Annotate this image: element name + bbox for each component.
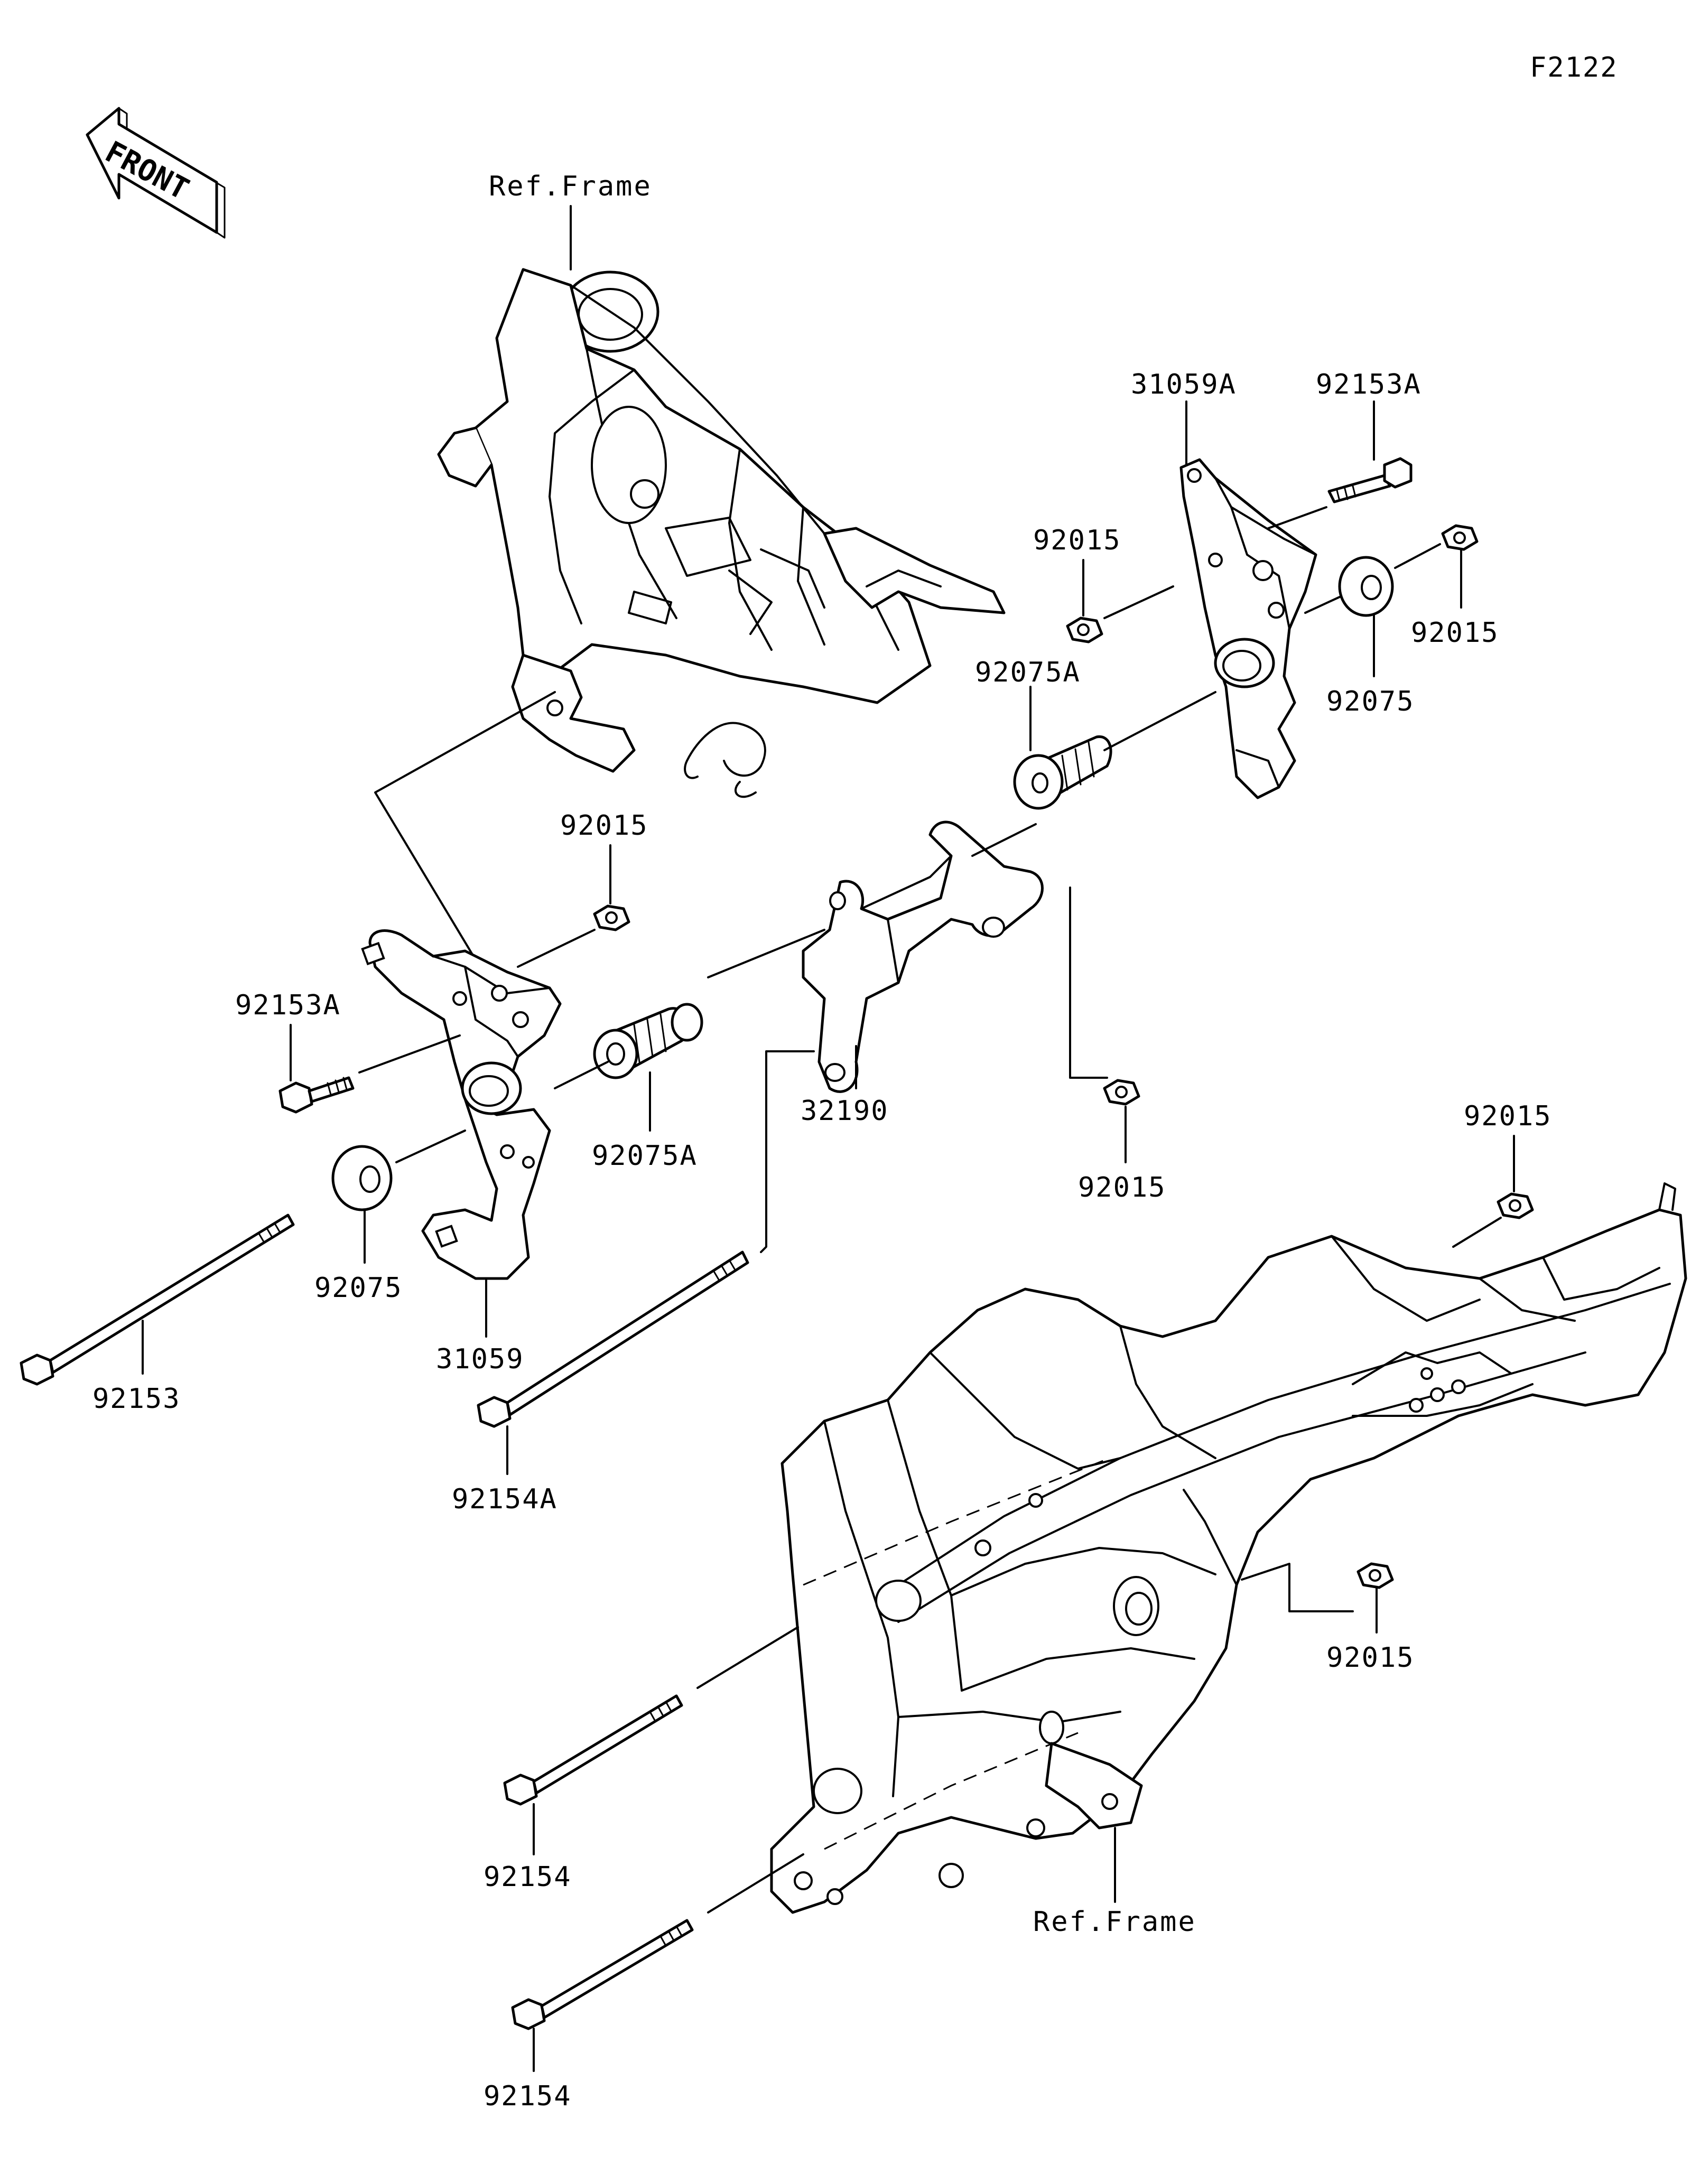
ref-frame-top-label: Ref.Frame (489, 171, 652, 202)
label-31059: 31059 (436, 1343, 524, 1375)
label-92015-lower: 92015 (1326, 1642, 1415, 1674)
washer-92075-right (1338, 556, 1394, 617)
bracket-32190 (802, 820, 1044, 1093)
label-92015-frame: 92015 (1464, 1100, 1552, 1132)
bolt-92154-upper (503, 1694, 683, 1806)
label-92153A-left: 92153A (235, 990, 341, 1021)
label-31059A: 31059A (1131, 369, 1237, 400)
label-92075A-right: 92075A (975, 657, 1081, 688)
lower-frame-illustration (770, 1182, 1687, 1914)
nut-92015-r2 (1441, 524, 1479, 551)
upper-frame-illustration (437, 205, 1006, 798)
ref-frame-bottom-label: Ref.Frame (1033, 1906, 1196, 1938)
nut-92015-r1 (1066, 617, 1103, 643)
bolt-92154A (477, 1250, 749, 1428)
label-92015-center: 92015 (1078, 1172, 1166, 1203)
bolt-92153A-right (1327, 457, 1413, 503)
label-92154-lower: 92154 (484, 2080, 572, 2112)
label-92075-right: 92075 (1326, 686, 1415, 717)
bushing-92075A-right (1013, 735, 1112, 810)
label-92154-upper: 92154 (484, 1861, 572, 1893)
label-92015-mid: 92015 (560, 810, 648, 842)
label-92015-r1: 92015 (1033, 525, 1121, 556)
label-32190: 32190 (801, 1095, 889, 1127)
bolt-92153 (20, 1214, 295, 1386)
nut-92015-center (1103, 1079, 1140, 1106)
label-92153: 92153 (92, 1383, 181, 1415)
nut-92015-frame (1497, 1192, 1534, 1219)
front-direction-arrow-icon: FRONT (86, 107, 226, 239)
leader-frame-to-bracket (374, 691, 556, 978)
nut-92015-lower (1356, 1562, 1394, 1589)
diagram-code: F2122 (1530, 52, 1618, 83)
label-92015-r2: 92015 (1411, 617, 1499, 649)
bushing-92075A-left (593, 1003, 703, 1079)
washer-92075-left (331, 1145, 393, 1211)
label-92075A-left: 92075A (592, 1140, 698, 1172)
bolt-92153A-left (278, 1076, 355, 1114)
label-92075-left: 92075 (314, 1272, 403, 1304)
bracket-31059 (361, 929, 562, 1280)
bracket-31059A (1179, 458, 1317, 799)
label-92154A: 92154A (452, 1483, 558, 1515)
label-92153A-right: 92153A (1316, 369, 1421, 400)
bolt-92154-lower (511, 1919, 694, 2030)
nut-92015-mid (593, 904, 630, 931)
